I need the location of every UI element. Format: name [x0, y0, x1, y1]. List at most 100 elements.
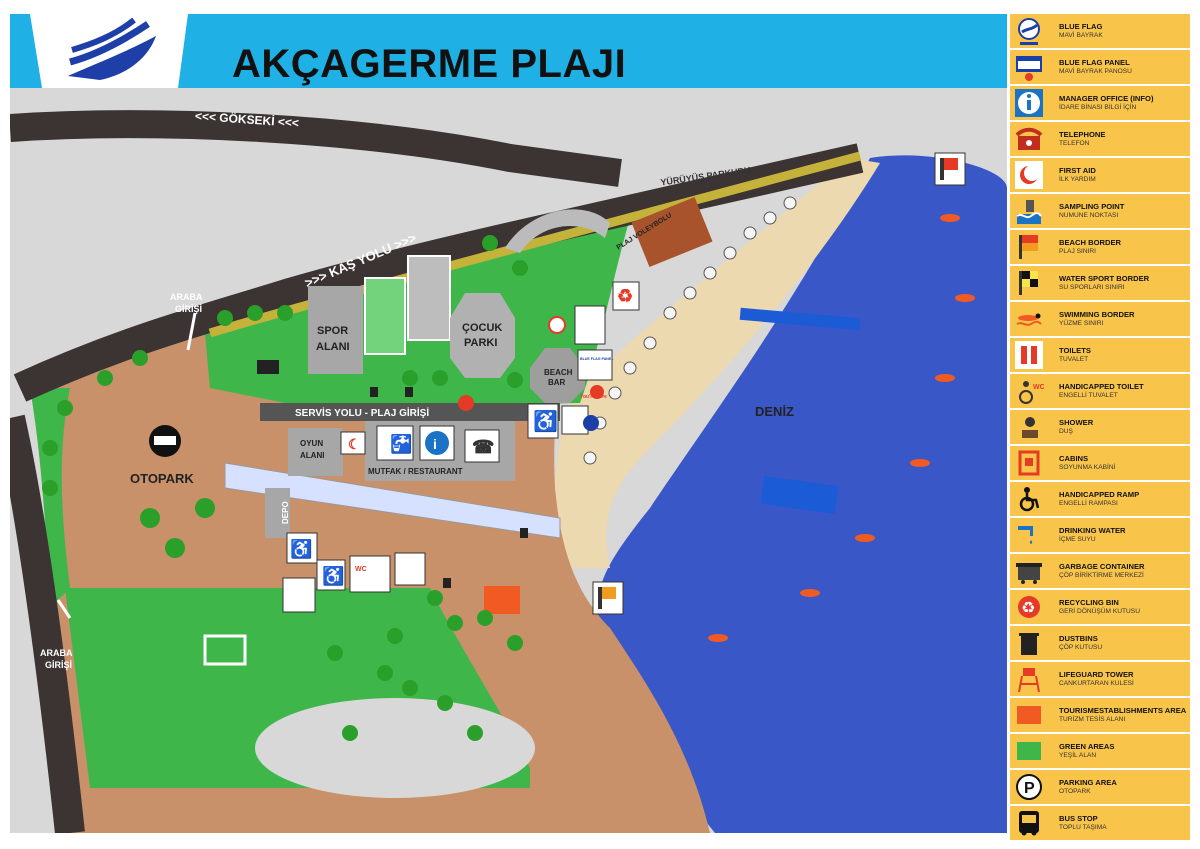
pontoon-small [739, 307, 861, 331]
dustbins [257, 360, 528, 588]
legend-label: CABINS [1059, 454, 1089, 463]
legend-sublabel: SOYUNMA KABİNİ [1059, 464, 1116, 471]
legend-sublabel: SU SPORLARI SINIRI [1059, 284, 1125, 291]
label-cocuk-1: ÇOCUK [462, 322, 502, 334]
legend-sublabel: İÇME SUYU [1059, 536, 1096, 543]
blue-flag-logo [30, 14, 188, 88]
legend-label: GREEN AREAS [1059, 742, 1115, 751]
label-you-are-here: You're here [580, 394, 607, 400]
lifeguard-tower-icon [1018, 668, 1040, 693]
first-aid-icon [1015, 161, 1043, 189]
tennis-court [364, 277, 406, 355]
legend-label: WATER SPORT BORDER [1059, 274, 1150, 283]
legend-label: SWIMMING BORDER [1059, 310, 1135, 319]
beach-border-flag-icon [1019, 235, 1038, 259]
legend-label: FIRST AID [1059, 166, 1096, 175]
car-entry-arrow-top [186, 312, 197, 351]
svg-text:♻: ♻ [1021, 598, 1035, 617]
cocuk-parki-building [450, 293, 515, 378]
blue-flag-panel-icon [1016, 56, 1042, 81]
legend-sublabel: OTOPARK [1059, 788, 1091, 795]
map-header: AKÇAGERME PLAJI [10, 14, 1007, 88]
telephone-icon [1015, 127, 1043, 150]
legend-label: TOURISMESTABLISHMENTS AREA [1059, 706, 1187, 715]
handicapped-toilet-icon: WC [1019, 381, 1044, 404]
label-oyun-2: ALANI [300, 451, 324, 460]
legend-label: HANDICAPPED RAMP [1059, 490, 1140, 499]
drinking-water-icon [1018, 526, 1033, 544]
svg-text:WC: WC [1033, 384, 1044, 391]
label-wc: WC [355, 566, 367, 573]
legend-label: BLUE FLAG [1059, 22, 1103, 31]
svg-text:P: P [1024, 780, 1035, 797]
volleyball-court [631, 197, 713, 267]
legend-item-info: MANAGER OFFICE (INFO)İDARE BİNASI BİLGİ … [1010, 86, 1190, 120]
legend-label: TOILETS [1059, 346, 1091, 355]
svg-text:☾: ☾ [348, 436, 361, 452]
oyun-alani-building [288, 428, 343, 476]
bridge [224, 462, 561, 539]
label-mutfak: MUTFAK / RESTAURANT [368, 467, 463, 476]
legend-label: DRINKING WATER [1059, 526, 1126, 535]
road-top [10, 110, 622, 187]
label-araba-top-1: ARABA [170, 292, 203, 302]
umbrellas [583, 196, 797, 465]
svg-text:♻: ♻ [617, 286, 633, 306]
label-oyun-1: OYUN [300, 439, 323, 448]
recycling-icon: ♻ [1018, 596, 1040, 618]
legend-sublabel: ENGELLİ RAMPASI [1059, 500, 1118, 507]
label-blue-flag-panel: BLUE FLAG PANEL [580, 357, 614, 361]
legend-label: GARBAGE CONTAINER [1059, 562, 1145, 571]
garbage-container-icon [1016, 563, 1042, 584]
green-area-marker [203, 634, 247, 666]
sampling-point-icon [1016, 200, 1042, 224]
label-depo: DEPO [281, 501, 290, 524]
legend-sublabel: ENGELLİ TUVALET [1059, 392, 1118, 399]
road-kas [13, 143, 864, 402]
rock-area [255, 698, 535, 798]
svg-text:🚰: 🚰 [390, 433, 412, 454]
label-otopark: OTOPARK [130, 471, 194, 486]
spor-alani-building [308, 286, 363, 374]
legend-label: PARKING AREA [1059, 778, 1117, 787]
road-left [10, 414, 85, 833]
service-road [260, 403, 560, 421]
car-entry-arrow-left [56, 599, 72, 619]
legend-label: RECYCLING BIN [1059, 598, 1119, 607]
legend-sublabel: MAVİ BAYRAK PANOSU [1059, 68, 1132, 75]
label-araba-left-2: GİRİŞİ [45, 660, 72, 670]
pontoon-large [760, 475, 839, 515]
tourism-area [484, 586, 520, 614]
legend-sublabel: YÜZME SINIRI [1059, 320, 1104, 327]
beach-border-flags [592, 152, 966, 615]
label-gokseki: <<< GÖKSEKİ <<< [195, 108, 300, 130]
label-araba-top-2: GİRİŞİ [175, 304, 202, 314]
label-spor-2: ALANI [316, 341, 350, 353]
legend-label: SHOWER [1059, 418, 1094, 427]
legend-sublabel: TOPLU TAŞIMA [1059, 824, 1107, 831]
svg-text:♿: ♿ [290, 538, 312, 559]
legend-sublabel: PLAJ SINIRI [1059, 248, 1097, 255]
depo-building [265, 488, 290, 538]
cabin-icon [1018, 450, 1040, 476]
legend-sublabel: GERİ DÖNÜŞÜM KUTUSU [1059, 608, 1140, 615]
water-sport-flag-icon [1019, 271, 1038, 295]
label-servis: SERVİS YOLU - PLAJ GİRİŞİ [295, 406, 429, 419]
legend-sublabel: TUVALET [1059, 356, 1089, 363]
svg-text:☎: ☎ [472, 437, 494, 457]
info-icon [1015, 89, 1043, 117]
svg-text:i: i [433, 436, 437, 452]
